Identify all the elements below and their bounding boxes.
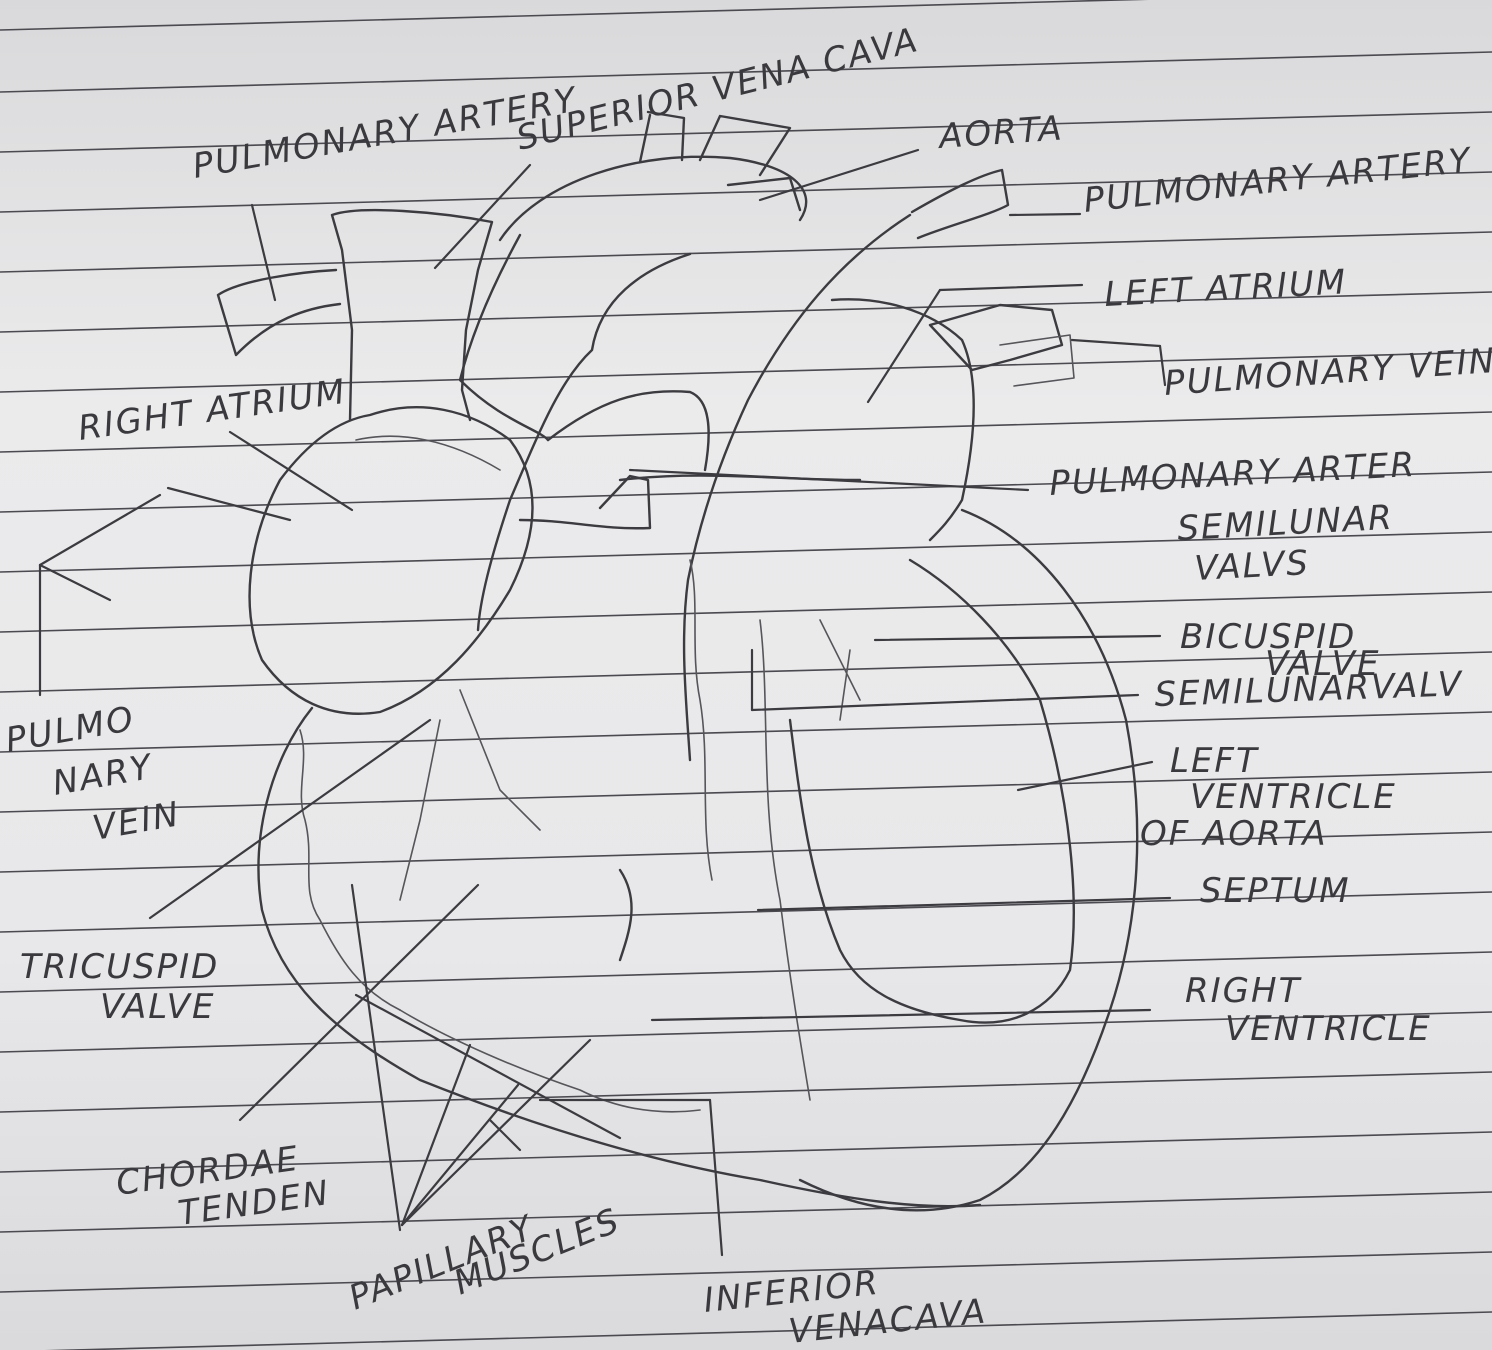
label-right-ventricle-1: RIGHT: [1185, 971, 1302, 1011]
label-left-ventricle-3: OF AORTA: [1140, 814, 1328, 854]
label-pulmonary-artery-semilunar-3: VALVS: [1193, 543, 1310, 589]
label-semilunar-valve: SEMILUNARVALV: [1154, 664, 1464, 715]
label-left-ventricle-1: LEFT: [1170, 741, 1259, 781]
label-tricuspid-valve-2: VALVE: [100, 987, 215, 1027]
label-right-atrium: RIGHT ATRIUM: [76, 372, 350, 449]
labels: PULMONARY ARTERY SUPERIOR VENA CAVA AORT…: [3, 20, 1492, 1350]
label-right-ventricle-2: VENTRICLE: [1225, 1009, 1432, 1049]
label-pulmonary-artery-semilunar-1: PULMONARY ARTER: [1048, 445, 1417, 504]
label-left-atrium: LEFT ATRIUM: [1103, 262, 1348, 315]
heart-sketch: [218, 112, 1137, 1210]
label-pulmonary-vein-right: PULMONARY VEIN: [1163, 341, 1492, 404]
label-tricuspid-valve-1: TRICUSPID: [20, 947, 219, 987]
label-aorta: AORTA: [936, 108, 1065, 157]
label-pulmonary-artery-right: PULMONARY ARTERY: [1082, 140, 1474, 221]
label-pulmonary-vein-left-2: NARY: [50, 747, 157, 804]
label-left-ventricle-2: VENTRICLE: [1190, 777, 1397, 817]
label-septum: SEPTUM: [1200, 871, 1351, 911]
label-pulmonary-vein-left-3: VEIN: [90, 794, 184, 849]
label-pulmonary-artery-semilunar-2: SEMILUNAR: [1176, 498, 1394, 549]
